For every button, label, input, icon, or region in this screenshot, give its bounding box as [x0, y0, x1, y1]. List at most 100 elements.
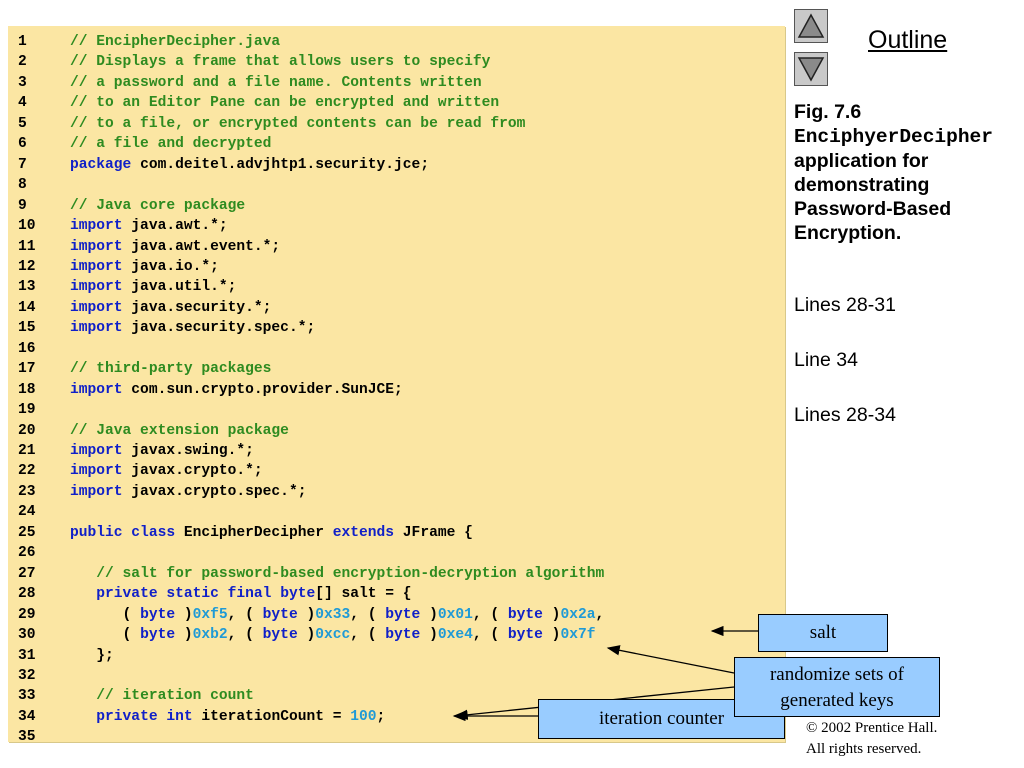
code-token: extends — [332, 524, 395, 541]
code-token: ) — [542, 627, 561, 644]
line-number: 3 — [18, 74, 27, 91]
code-token: // a password and a file name. Contents … — [70, 74, 482, 91]
line-number: 19 — [18, 402, 36, 419]
code-token: ( — [70, 627, 141, 644]
code-token: ) — [175, 627, 193, 644]
line-number: 5 — [18, 115, 27, 132]
code-line: 8 — [8, 175, 785, 195]
line-number: 21 — [18, 443, 36, 459]
code-text: import java.security.spec.*; — [70, 318, 315, 338]
code-line: 26 — [8, 543, 785, 563]
code-line: 24 — [8, 502, 785, 522]
code-line: 15 import java.security.spec.*; — [8, 318, 785, 338]
code-token: ( — [70, 606, 141, 623]
code-token: [] salt = { — [315, 586, 412, 603]
caption-text: application for demonstrating Password-B… — [794, 150, 952, 244]
line-number: 20 — [18, 422, 36, 439]
code-line: 21 import javax.swing.*; — [8, 441, 785, 461]
code-line: 1// EncipherDecipher.java — [8, 32, 785, 52]
code-token: // salt for password-based encryption-de… — [96, 565, 605, 582]
note-lines-28-34: Lines 28-34 — [794, 404, 896, 426]
line-number: 9 — [18, 197, 27, 214]
code-line: 18 import com.sun.crypto.provider.SunJCE; — [8, 380, 785, 400]
line-number: 14 — [18, 299, 36, 316]
code-line: 35 — [8, 727, 785, 747]
code-line: 27 // salt for password-based encryption… — [8, 564, 785, 584]
code-token: ) — [297, 627, 316, 644]
code-text: import java.io.*; — [70, 257, 219, 277]
line-number: 33 — [18, 688, 36, 705]
line-number: 18 — [18, 381, 36, 398]
code-line: 5// to a file, or encrypted contents can… — [8, 114, 785, 134]
code-token: javax.swing.*; — [122, 443, 254, 459]
code-token: iterationCount = — [192, 708, 351, 725]
code-token: import — [70, 320, 123, 337]
code-token: byte — [507, 606, 543, 623]
code-token: , ( — [350, 606, 386, 623]
code-text: package com.deitel.advjhtp1.security.jce… — [70, 155, 429, 175]
line-number: 24 — [18, 504, 36, 521]
line-number: 35 — [18, 729, 36, 746]
code-line: 2// Displays a frame that allows users t… — [8, 52, 785, 72]
code-token: ) — [175, 606, 193, 623]
code-text: import java.awt.*; — [70, 216, 228, 236]
code-token: java.awt.event.*; — [122, 238, 281, 255]
code-token: 0x2a — [560, 606, 596, 623]
line-number: 25 — [18, 524, 36, 541]
line-number: 15 — [18, 320, 36, 337]
code-line: 30 ( byte )0xb2, ( byte )0xcc, ( byte )0… — [8, 625, 785, 645]
code-text: private int iterationCount = 100; — [70, 707, 385, 727]
code-text: public class EncipherDecipher extends JF… — [70, 523, 473, 543]
line-number: 8 — [18, 177, 27, 194]
line-number: 6 — [18, 136, 27, 153]
previous-slide-button[interactable] — [794, 9, 828, 43]
code-token: , ( — [472, 606, 508, 623]
code-token: byte — [262, 627, 298, 644]
next-slide-button[interactable] — [794, 52, 828, 86]
code-token: ) — [420, 627, 438, 644]
code-token: import — [70, 443, 123, 459]
line-number: 2 — [18, 54, 27, 71]
code-token: import — [70, 218, 123, 235]
code-token: // Java core package — [70, 197, 246, 214]
code-text: // iteration count — [70, 686, 254, 706]
code-token: EncipherDecipher — [175, 524, 333, 541]
code-token: import — [70, 381, 123, 398]
code-token: byte — [385, 606, 421, 623]
line-number: 12 — [18, 258, 36, 275]
code-token: byte — [507, 627, 543, 644]
code-line: 33 // iteration count — [8, 686, 785, 706]
code-text: import com.sun.crypto.provider.SunJCE; — [70, 380, 403, 400]
code-token: byte — [140, 627, 176, 644]
code-token: javax.crypto.spec.*; — [122, 483, 307, 500]
code-text: // salt for password-based encryption-de… — [70, 564, 604, 584]
randomize-arrow-to-salt — [606, 645, 735, 674]
code-token: 0x33 — [315, 606, 351, 623]
code-token: java.security.*; — [122, 299, 272, 316]
code-token: JFrame { — [394, 524, 473, 541]
code-token: , ( — [472, 627, 508, 644]
code-line: 28 private static final byte[] salt = { — [8, 584, 785, 604]
code-token: import — [70, 258, 123, 275]
code-line: 31 }; — [8, 646, 785, 666]
salt-callout: salt — [758, 614, 888, 652]
figure-caption: Fig. 7.6 EnciphyerDecipher application f… — [794, 100, 1019, 245]
code-token: java.io.*; — [122, 258, 219, 275]
line-number: 4 — [18, 95, 27, 112]
code-text: ( byte )0xb2, ( byte )0xcc, ( byte )0xe4… — [70, 625, 596, 645]
code-token: ) — [420, 606, 438, 623]
code-token: com.deitel.advjhtp1.security.jce; — [131, 156, 430, 173]
code-token: , ( — [227, 606, 263, 623]
code-text: // Java extension package — [70, 421, 289, 441]
class-name: EnciphyerDecipher — [794, 126, 993, 148]
outline-link[interactable]: Outline — [868, 26, 948, 54]
code-token: private int — [96, 708, 193, 725]
code-token: 0xcc — [315, 627, 351, 644]
note-lines-28-31: Lines 28-31 — [794, 294, 896, 316]
line-number: 30 — [18, 627, 36, 644]
code-line: 9 // Java core package — [8, 196, 785, 216]
